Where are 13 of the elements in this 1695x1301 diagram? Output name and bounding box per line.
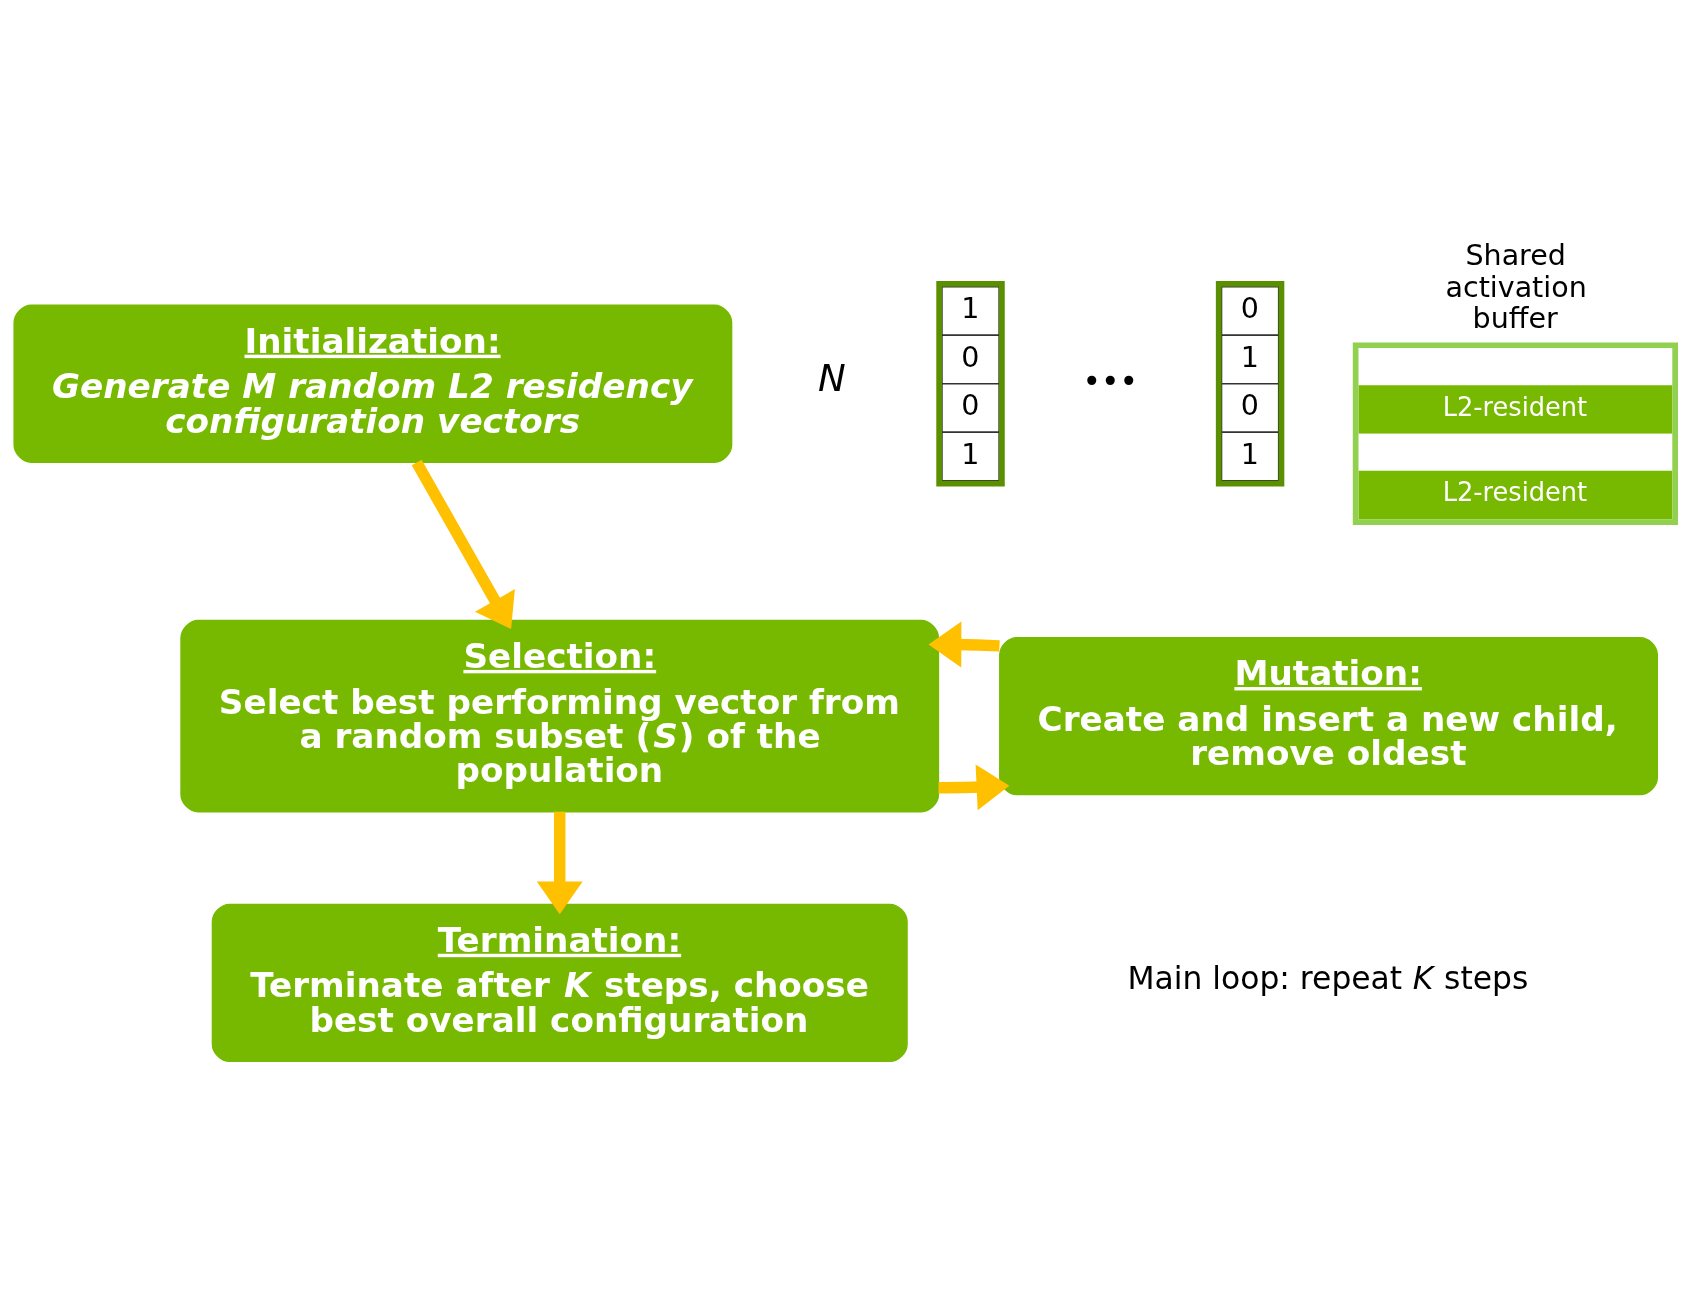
arrow: [928, 621, 1000, 668]
node-box: L2-resident L2-resident: [1352, 342, 1678, 525]
label: N: [817, 357, 846, 401]
label: Main loop: repeat K steps: [1127, 960, 1529, 997]
node-box: Termination: Terminate after K steps, choose best overall configuration: [211, 903, 908, 1062]
node-box: Mutation: Create and insert a new child, remove oldest: [999, 636, 1659, 796]
arrow: [411, 459, 515, 629]
node-label: Shared activation buffer: [1445, 239, 1587, 336]
arrow: [938, 764, 1010, 811]
arrow: [536, 811, 583, 915]
node-box: Initialization: Generate M random L2 residency configuration vectors: [13, 304, 733, 463]
label: •••: [1082, 362, 1139, 399]
node-box: Selection: Select best performing vector from a random subset (S) of the population: [180, 619, 940, 813]
